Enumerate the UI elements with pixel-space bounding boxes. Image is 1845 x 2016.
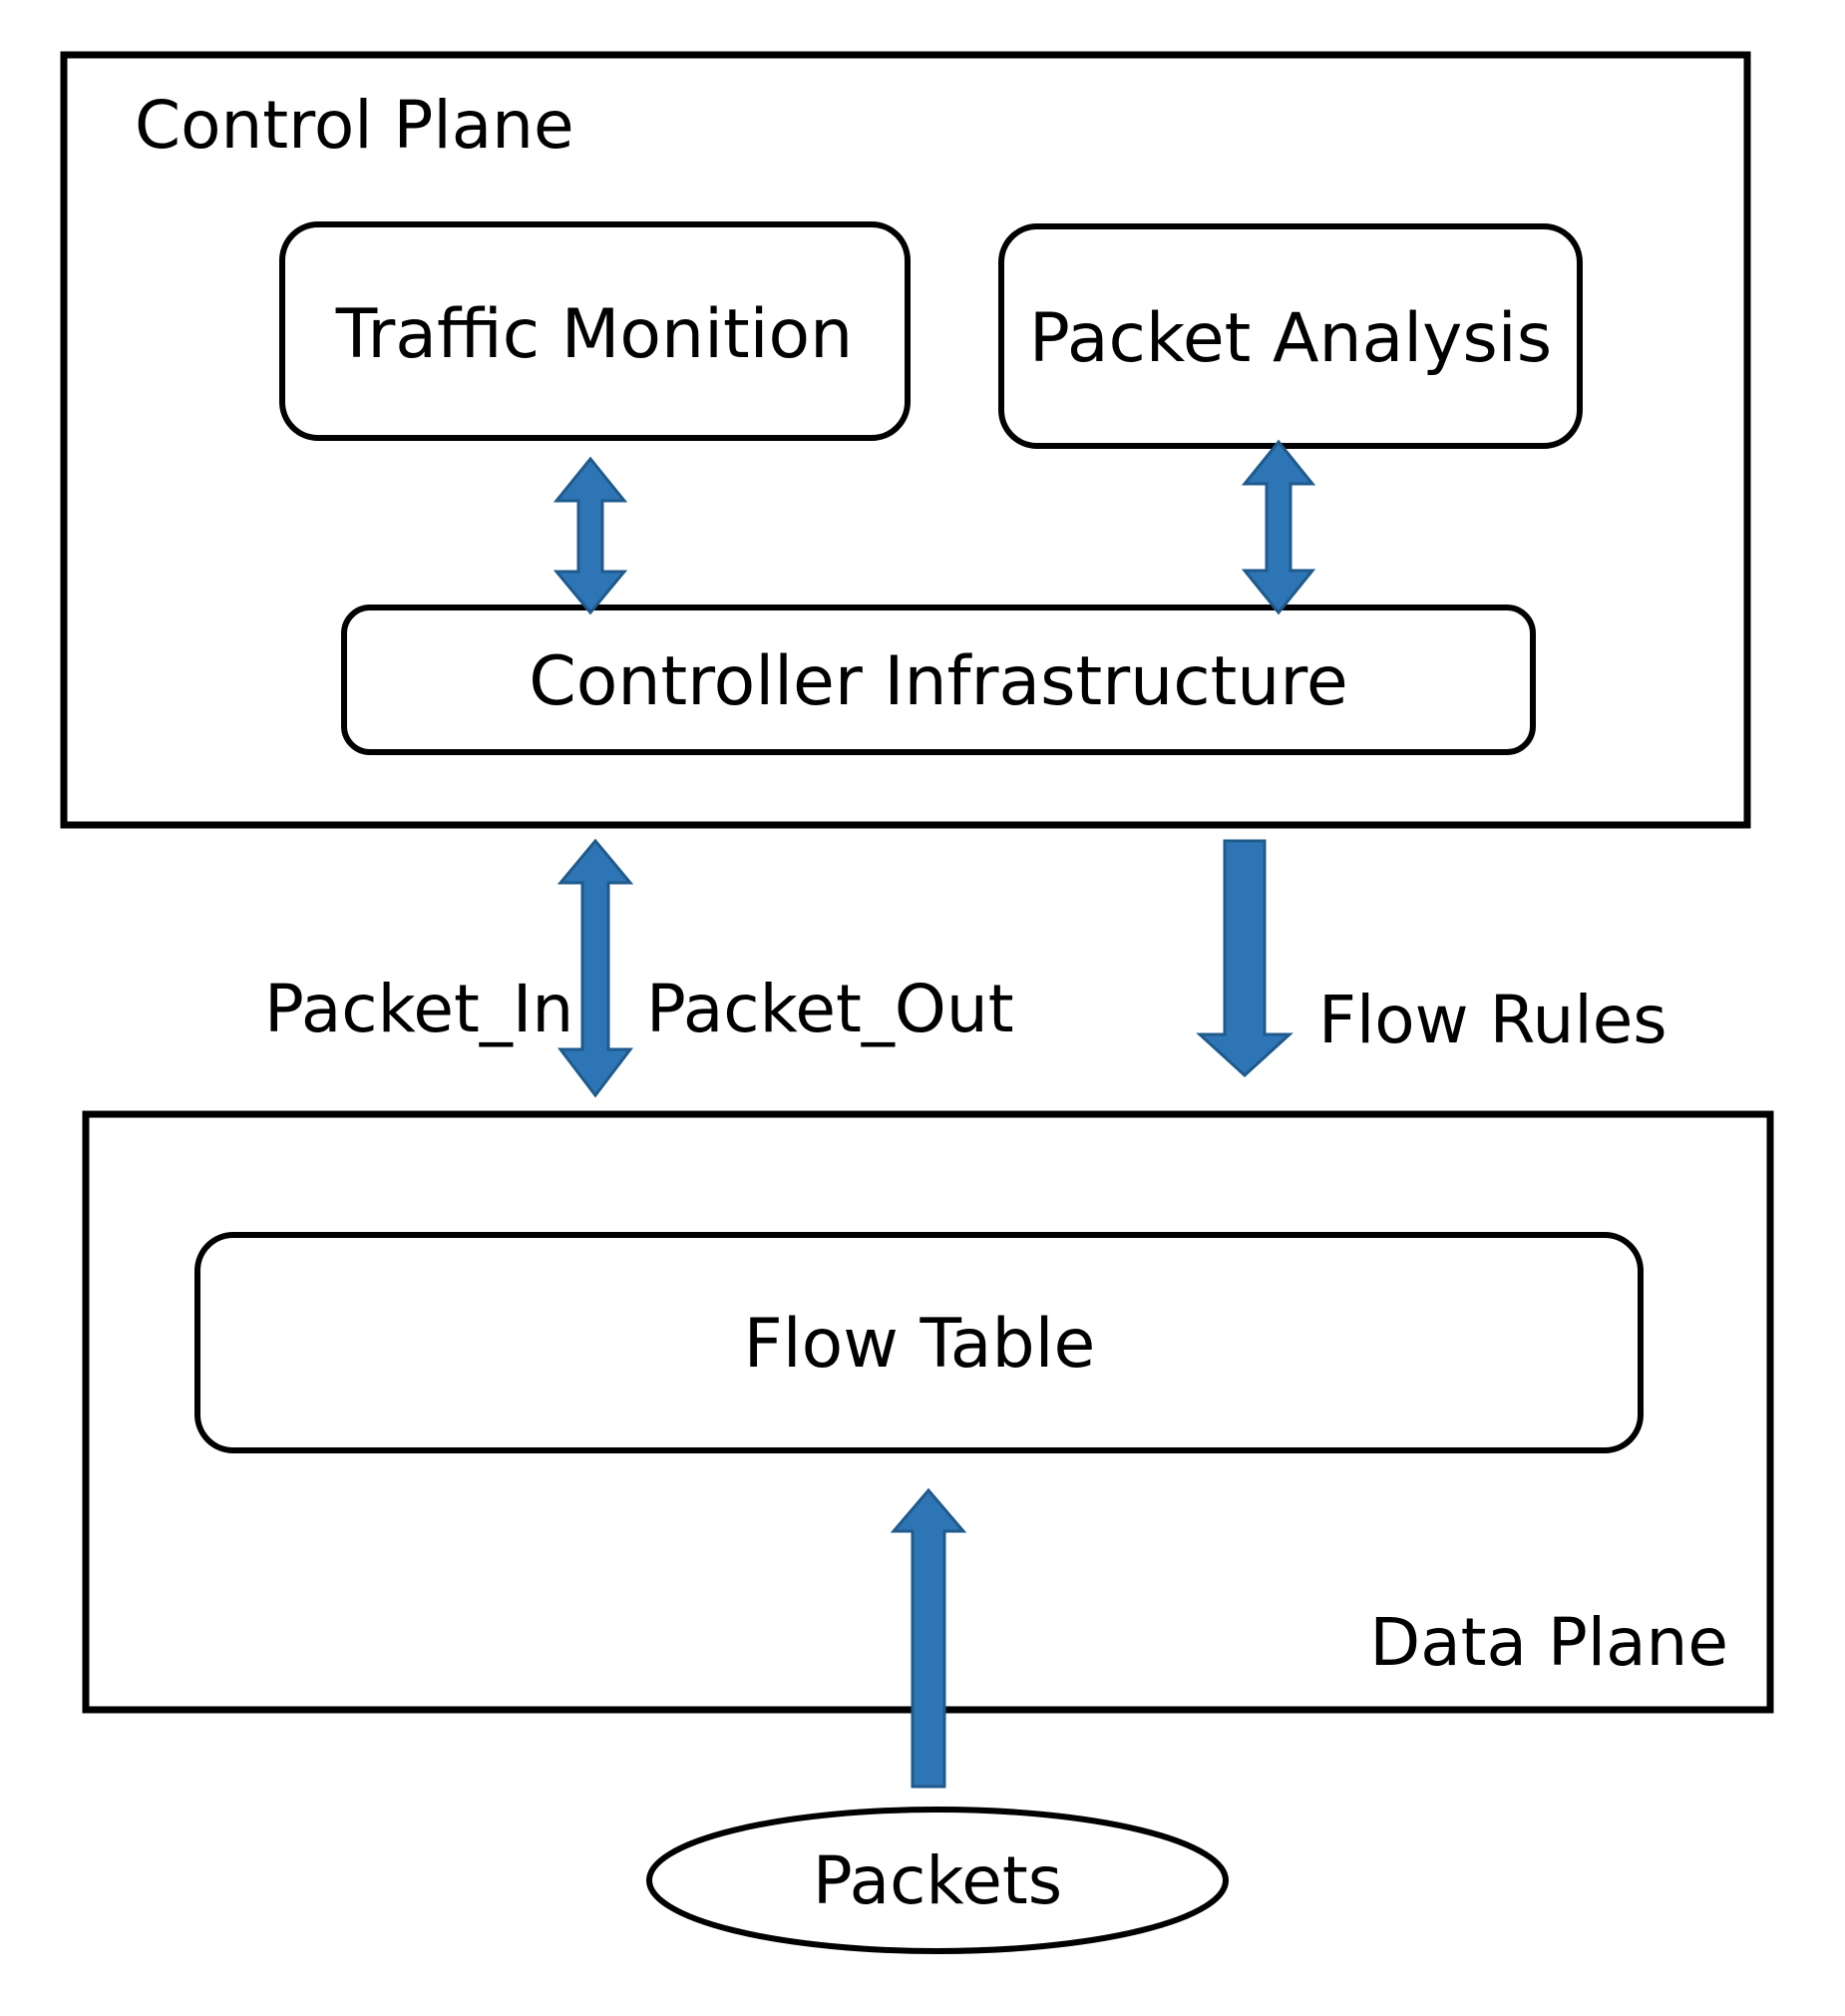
data-plane: Flow Table Data Plane: [82, 1110, 1774, 1714]
controller-infrastructure-node: Controller Infrastructure: [341, 605, 1536, 755]
packet-analysis-node: Packet Analysis: [998, 223, 1583, 449]
packet-in-label: Packet_In: [264, 971, 573, 1047]
packet-analysis-box: [998, 223, 1583, 449]
flow-rules-down-arrow: [1196, 839, 1293, 1078]
control-plane: Control Plane Traffic Monition Packet An…: [60, 51, 1751, 829]
control-plane-border: [60, 51, 1751, 829]
control-plane-title: Control Plane: [135, 87, 574, 164]
packet-in-out-double-arrow: [556, 838, 634, 1098]
flow-table-node: Flow Table: [194, 1232, 1644, 1453]
traffic-monition-label: Traffic Monition: [335, 295, 853, 374]
packets-up-arrow: [890, 1487, 967, 1789]
flow-table-label: Flow Table: [744, 1305, 1096, 1384]
packets-label: Packets: [813, 1842, 1062, 1919]
traffic-monition-node: Traffic Monition: [279, 221, 911, 441]
flow-rules-label: Flow Rules: [1318, 982, 1667, 1058]
traffic-monition-box: [279, 221, 911, 441]
controller-infrastructure-label: Controller Infrastructure: [529, 642, 1347, 721]
inter-plane-links: Packet_In Packet_Out Flow Rules: [264, 838, 1667, 1098]
packets-ellipse: [646, 1807, 1229, 1954]
packets-source: Packets: [646, 1487, 1229, 1954]
data-plane-title: Data Plane: [1369, 1604, 1728, 1681]
packet-analysis-double-arrow: [1241, 439, 1316, 615]
traffic-monition-double-arrow: [553, 456, 628, 615]
packet-analysis-label: Packet Analysis: [1029, 299, 1552, 378]
controller-infrastructure-box: [341, 605, 1536, 755]
flow-table-box: [194, 1232, 1644, 1453]
packet-out-label: Packet_Out: [646, 971, 1014, 1047]
